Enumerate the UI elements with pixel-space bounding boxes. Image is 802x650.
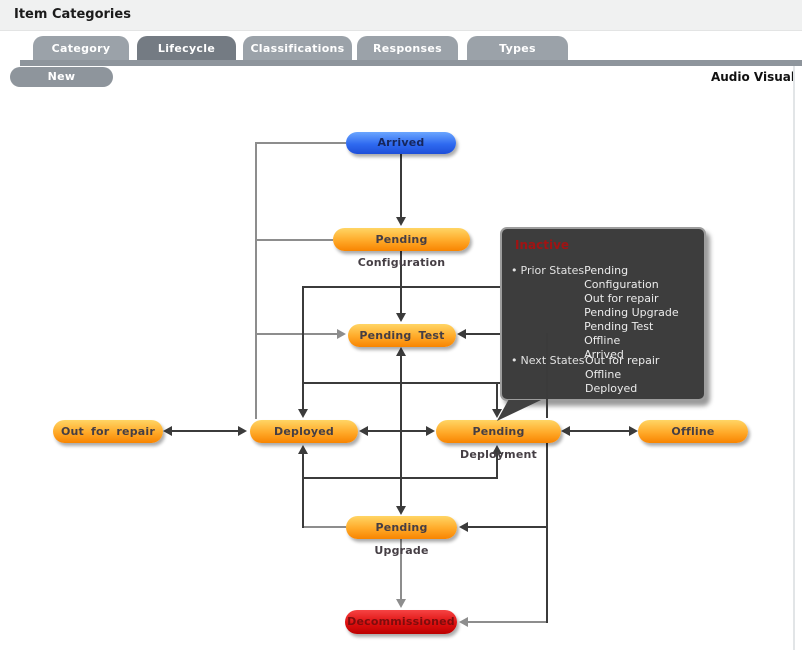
page-title: Item Categories [14, 7, 131, 22]
prior-state-item: Out for repair [584, 292, 659, 305]
connector-line [255, 142, 257, 419]
connector-line [172, 430, 238, 432]
arrowhead-icon [396, 599, 406, 608]
window-header: Item Categories [0, 0, 802, 31]
connector-line [468, 621, 546, 623]
node-pending-deployment[interactable]: Pending Deployment [436, 420, 561, 461]
tab-responses[interactable]: Responses [357, 36, 458, 60]
next-states-label: Next States [520, 354, 585, 367]
arrowhead-icon [396, 313, 406, 322]
arrowhead-icon [459, 522, 468, 532]
connector-line [255, 142, 346, 144]
arrowhead-icon [629, 426, 638, 436]
next-state-item: Deployed [585, 382, 638, 395]
tab-category[interactable]: Category [33, 36, 129, 60]
arrowhead-icon [298, 445, 308, 454]
category-context-label: Audio Visual [710, 70, 795, 84]
arrowhead-icon [163, 426, 172, 436]
arrowhead-icon [396, 506, 406, 515]
connector-line [302, 382, 547, 384]
node-offline[interactable]: Offline [638, 420, 748, 443]
tab-bar-underline [20, 60, 802, 66]
connector-line [400, 539, 402, 599]
content-right-border [793, 66, 795, 650]
prior-state-item: Pending Configuration [584, 264, 659, 291]
bullet-icon: • [511, 264, 518, 277]
prior-state-item: Pending Upgrade [584, 306, 679, 319]
connector-line [255, 239, 333, 241]
arrowhead-icon [492, 445, 502, 454]
connector-line [496, 382, 498, 409]
prior-state-item: Pending Test [584, 320, 654, 333]
next-state-item: Offline [585, 368, 622, 381]
connector-line [546, 333, 548, 418]
arrowhead-icon [457, 329, 466, 339]
connector-line [303, 526, 346, 528]
node-pending-upgrade[interactable]: Pending Upgrade [346, 516, 457, 557]
arrowhead-icon [561, 426, 570, 436]
arrowhead-icon [396, 347, 406, 356]
bullet-icon: • [511, 354, 518, 367]
state-tooltip: Inactive •Prior States Pending Configura… [500, 227, 706, 401]
prior-states-label: Prior States [520, 264, 585, 277]
connector-line [400, 154, 402, 217]
node-pending-configuration[interactable]: Pending Configuration [333, 228, 470, 269]
connector-line [570, 430, 629, 432]
connector-line [546, 443, 548, 623]
arrowhead-icon [298, 409, 308, 418]
connector-line [368, 430, 426, 432]
new-button[interactable]: New [10, 67, 113, 87]
tab-classifications[interactable]: Classifications [243, 36, 352, 60]
tooltip-title: Inactive [515, 238, 570, 252]
arrowhead-icon [359, 426, 368, 436]
connector-line [496, 454, 498, 477]
connector-line [468, 526, 546, 528]
connector-line [302, 286, 612, 288]
arrowhead-icon [337, 329, 346, 339]
arrowhead-icon [396, 217, 406, 226]
node-out-for-repair[interactable]: Out for repair [53, 420, 163, 443]
tooltip-prior-states: •Prior States Pending Configuration Out … [511, 264, 704, 362]
arrowhead-icon [238, 426, 247, 436]
arrowhead-icon [492, 409, 502, 418]
tab-types[interactable]: Types [467, 36, 568, 60]
connector-line [302, 477, 498, 479]
connector-line [302, 454, 304, 528]
connector-line [302, 286, 304, 409]
tooltip-next-states: •Next States Out for repair Offline Depl… [511, 354, 659, 396]
arrowhead-icon [459, 617, 468, 627]
prior-state-item: Offline [584, 334, 621, 347]
next-state-item: Out for repair [585, 354, 660, 367]
tab-lifecycle[interactable]: Lifecycle [137, 36, 236, 60]
connector-line [400, 251, 402, 313]
node-arrived[interactable]: Arrived [346, 132, 456, 154]
node-decommissioned[interactable]: Decommissioned [345, 610, 457, 634]
node-deployed[interactable]: Deployed [250, 420, 358, 443]
node-pending-test[interactable]: Pending Test [348, 324, 456, 347]
connector-line [255, 333, 337, 335]
arrowhead-icon [426, 426, 435, 436]
prior-state-item: Arrived [584, 348, 624, 361]
